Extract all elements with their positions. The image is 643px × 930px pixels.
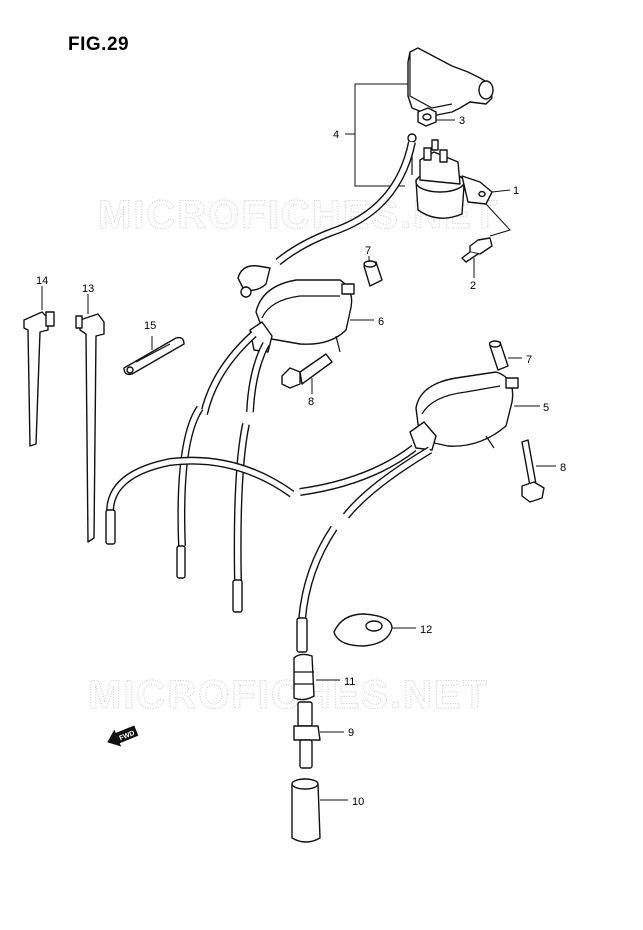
callout-1: 1 (513, 185, 519, 197)
nut-part-3 (417, 107, 437, 127)
grommet-part-12 (333, 613, 393, 647)
callout-14: 14 (36, 275, 48, 287)
callout-2: 2 (470, 280, 476, 292)
rubber-boot-part-11 (293, 653, 315, 701)
callout-13: 13 (82, 283, 94, 295)
callout-7-top: 7 (365, 245, 371, 257)
sleeve-part-7a (363, 260, 383, 287)
callout-12: 12 (420, 624, 432, 636)
callout-10: 10 (352, 796, 364, 808)
callout-8-right: 8 (560, 462, 566, 474)
band-part-13 (75, 313, 105, 543)
plug-lead-end-left (176, 545, 243, 613)
group-bracket-4 (345, 83, 408, 187)
callout-3: 3 (459, 115, 465, 127)
starter-relay-part-1 (407, 133, 493, 219)
resistor-cap-part-9 (293, 701, 321, 769)
callout-9: 9 (348, 727, 354, 739)
callout-5: 5 (543, 402, 549, 414)
callout-15: 15 (144, 320, 156, 332)
sleeve-part-7b (488, 340, 509, 371)
forward-arrow-icon: FWD (107, 725, 139, 747)
callout-8-left: 8 (308, 396, 314, 408)
watermark-bottom: MICROFICHES.NET (88, 673, 489, 717)
ignition-coil-part-5 (409, 371, 519, 451)
figure-title: FIG.29 (68, 34, 130, 55)
ignition-coil-part-6 (249, 279, 355, 353)
clamp-part-15 (123, 336, 185, 376)
callout-7-right: 7 (526, 354, 532, 366)
plug-cap-part-10 (291, 778, 321, 843)
bolt-part-8b (521, 439, 545, 503)
bolt-part-8a (281, 353, 333, 389)
relay-terminal-boot (237, 265, 271, 298)
relay-cover (407, 47, 494, 117)
callout-11: 11 (344, 676, 355, 688)
plug-lead-end-right (296, 617, 308, 653)
callout-4: 4 (333, 129, 339, 141)
plug-lead-end-mid (105, 509, 116, 545)
band-part-14 (23, 311, 55, 447)
callout-6: 6 (378, 316, 384, 328)
bolt-part-2 (461, 237, 493, 263)
